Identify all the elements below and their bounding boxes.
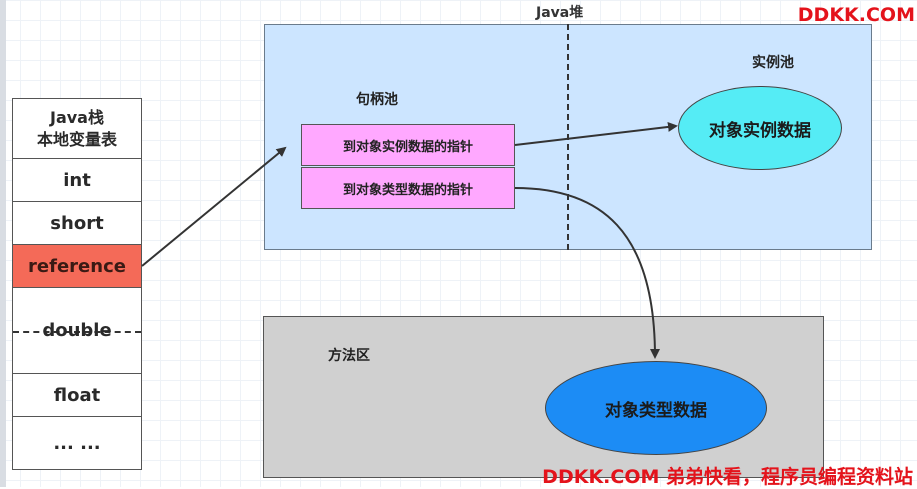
instance-pool-label: 实例池: [752, 55, 794, 71]
local-variable-table-title: 本地变量表: [36, 129, 117, 149]
instance-pointer-arrow: [514, 121, 678, 146]
reference-to-handle-arrow: [141, 146, 287, 267]
instance-data-ellipse: 对象实例数据: [678, 86, 842, 170]
pointer-to-instance-data: 到对象实例数据的指针: [301, 124, 515, 166]
stack-header: Java栈 本地变量表: [13, 99, 141, 159]
handle-pool-label: 句柄池: [356, 92, 398, 108]
java-stack-table: Java栈 本地变量表 int short reference double f…: [12, 98, 142, 470]
stack-cell-float: float: [13, 374, 141, 417]
type-data-ellipse: 对象类型数据: [545, 361, 767, 455]
java-heap-label: Java堆: [536, 5, 584, 21]
watermark-top: DDKK.COM: [797, 4, 915, 26]
heap-divider: [567, 24, 569, 250]
stack-cell-int: int: [13, 159, 141, 202]
type-pointer-arrow: [514, 187, 660, 359]
watermark-bottom: DDKK.COM 弟弟快看，程序员编程资料站: [542, 466, 913, 488]
stack-cell-short: short: [13, 202, 141, 245]
stack-title: Java栈: [50, 107, 104, 127]
stack-cell-double-label: double: [42, 320, 112, 341]
stack-cell-reference: reference: [13, 245, 141, 288]
stack-cell-double: double: [13, 288, 141, 374]
stack-cell-ellipsis: ... ...: [53, 432, 101, 454]
pointer-to-type-data: 到对象类型数据的指针: [301, 167, 515, 209]
left-edge-strip: [0, 0, 6, 487]
method-area-label: 方法区: [328, 348, 370, 364]
